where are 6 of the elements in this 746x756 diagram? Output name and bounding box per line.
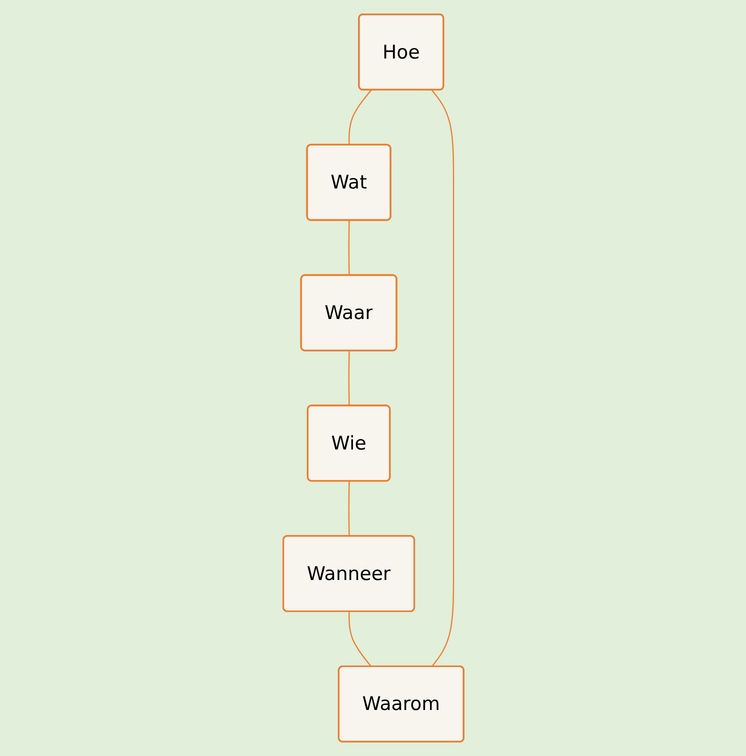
connector — [348, 350, 350, 406]
connector — [348, 612, 372, 668]
connector — [348, 481, 350, 536]
connector — [348, 220, 350, 276]
connector — [430, 90, 454, 668]
connector — [348, 90, 372, 146]
